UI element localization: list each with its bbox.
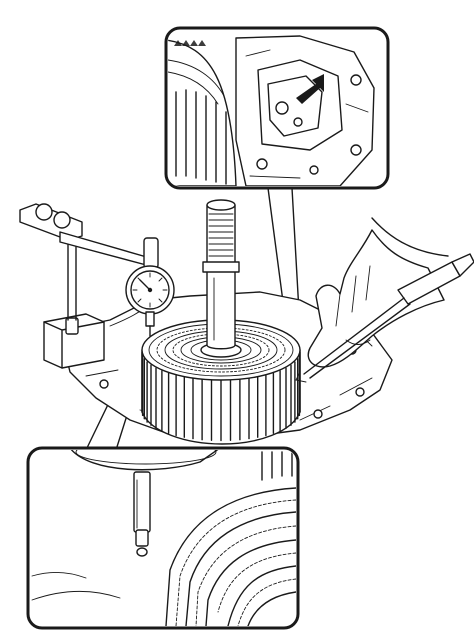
clutch-drum — [141, 319, 301, 445]
bottom-detail-inset — [26, 446, 300, 630]
arrow-icon — [296, 74, 324, 104]
indicator-stand-arm — [19, 203, 159, 281]
air-nozzle-icon — [295, 253, 474, 383]
dial-indicator-icon — [125, 265, 175, 337]
input-shaft — [202, 199, 240, 350]
top-detail-inset — [164, 26, 390, 190]
magnetic-base-icon — [43, 235, 105, 369]
